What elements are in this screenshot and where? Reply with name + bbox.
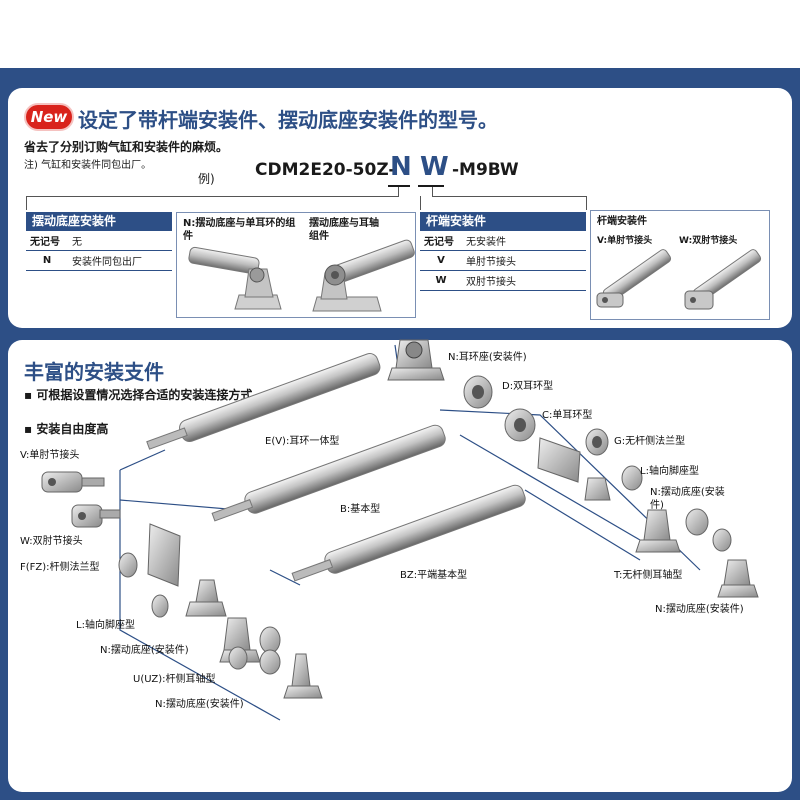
double-clevis-part (463, 375, 493, 409)
pivot-table-header: 摆动底座安装件 (26, 212, 172, 231)
table-value: 无安装件 (462, 231, 586, 251)
table-row: 无记号 无 (26, 231, 172, 251)
table-value: 双肘节接头 (462, 270, 586, 291)
table-row: N 安装件同包出厂 (26, 250, 172, 271)
label-w-knuckle: W:双肘节接头 (20, 536, 83, 547)
table-value: 无 (68, 231, 172, 251)
connector (432, 187, 433, 197)
table-key: 无记号 (420, 231, 462, 251)
label-b-cylinder: B:基本型 (340, 504, 381, 515)
pivot-combo-title: N:摆动底座与单耳环的组件 (183, 218, 296, 242)
label-t-trunnion-right: T:无杆侧耳轴型 (614, 570, 683, 581)
table-row: V 单肘节接头 (420, 250, 586, 271)
connector (26, 196, 27, 210)
bullet-text: 安装自由度高 (36, 422, 109, 436)
label-n-pivot-right: N:摆动底座(安装件) (650, 487, 725, 511)
foot-part-right (584, 465, 643, 501)
label-uuz-trunnion: U(UZ):杆侧耳轴型 (133, 674, 216, 685)
pivot-part-left-bottom (283, 653, 323, 699)
label-g-head-flange: G:无杆侧法兰型 (614, 436, 686, 447)
bullet-text: 可根据设置情况选择合适的安装连接方式 (36, 388, 253, 402)
new-badge: New (24, 103, 74, 131)
label-c-single-clevis: C:单耳环型 (542, 410, 593, 421)
rod-end-table: 杆端安装件 无记号 无安装件 V 单肘节接头 W 双肘节接头 (420, 212, 586, 291)
double-knuckle-label: W:双肘节接头 (679, 236, 738, 246)
note: 注) 气缸和安装件同包出厂。 (24, 160, 152, 171)
table-key: N (26, 250, 68, 271)
cylinder-b (211, 424, 446, 522)
model-code-n: N (390, 152, 412, 182)
eye-mount-part (387, 339, 445, 381)
table-row: W 双肘节接头 (420, 270, 586, 291)
connector (26, 196, 399, 197)
label-n-pivot-bottom-right: N:摆动底座(安装件) (655, 604, 744, 615)
trunnion-part-left (228, 646, 281, 675)
single-knuckle-label: V:单肘节接头 (597, 236, 653, 246)
rod-end-illustration (596, 249, 762, 310)
section-title: 设定了带杆端安装件、摆动底座安装件的型号。 (78, 108, 498, 132)
table-key: W (420, 270, 462, 291)
foot-part-left (151, 579, 227, 618)
pivot-trunnion-title: 摆动底座与耳轴组件 (309, 218, 379, 242)
label-ffz-rod-flange: F(FZ):杆侧法兰型 (20, 562, 100, 573)
head-flange-part (537, 428, 609, 483)
cylinder-bz (291, 484, 526, 582)
single-knuckle-part (41, 471, 105, 493)
table-key: 无记号 (26, 231, 68, 251)
underline-w (418, 185, 444, 187)
cylinder-ev (146, 353, 381, 450)
bullet-item: ▪ 可根据设置情况选择合适的安装连接方式 (24, 388, 253, 402)
label-ev-cylinder: E(V):耳环一体型 (265, 436, 340, 447)
table-row: 无记号 无安装件 (420, 231, 586, 251)
subtitle: 省去了分别订购气缸和安装件的麻烦。 (24, 140, 229, 154)
double-knuckle-part (71, 504, 121, 528)
mounting-title: 丰富的安装支件 (24, 360, 164, 384)
rod-table-header: 杆端安装件 (420, 212, 586, 231)
single-clevis-part (504, 408, 536, 442)
example-label: 例) (198, 172, 215, 186)
trunnion-part-right (717, 559, 759, 598)
label-n-pivot-left-bottom: N:摆动底座(安装件) (155, 699, 244, 710)
rod-end-images-box: 杆端安装件 V:单肘节接头 W:双肘节接头 (590, 210, 770, 320)
label-v-knuckle: V:单肘节接头 (20, 450, 80, 461)
label-l-foot-left: L:轴向脚座型 (76, 620, 135, 631)
model-suffix: -M9BW (452, 160, 519, 180)
model-code-w: W (420, 152, 449, 182)
connector (420, 196, 421, 210)
table-value: 安装件同包出厂 (68, 250, 172, 271)
label-n-pivot-left: N:摆动底座(安装件) (100, 645, 189, 656)
connector (586, 196, 587, 210)
rod-flange-part (118, 523, 181, 587)
label-l-foot-right: L:轴向脚座型 (640, 466, 699, 477)
pivot-images-box: N:摆动底座与单耳环的组件 摆动底座与耳轴组件 (176, 212, 416, 318)
label-n-eye-mount: N:耳环座(安装件) (448, 352, 527, 363)
pivot-bracket-table: 摆动底座安装件 无记号 无 N 安装件同包出厂 (26, 212, 172, 271)
bullet-item: ▪ 安装自由度高 (24, 422, 109, 436)
table-key: V (420, 250, 462, 271)
model-prefix: CDM2E20-50Z- (255, 160, 396, 180)
table-value: 单肘节接头 (462, 250, 586, 271)
rod-images-title: 杆端安装件 (597, 216, 647, 227)
pivot-bracket-illustration (188, 239, 415, 312)
connector (432, 196, 587, 197)
bottom-panel (8, 340, 792, 792)
label-d-double-clevis: D:双耳环型 (502, 381, 554, 392)
underline-n (388, 185, 410, 187)
pivot-part-right (635, 508, 732, 553)
connector (398, 187, 399, 197)
label-bz-cylinder: BZ:平端基本型 (400, 570, 468, 581)
